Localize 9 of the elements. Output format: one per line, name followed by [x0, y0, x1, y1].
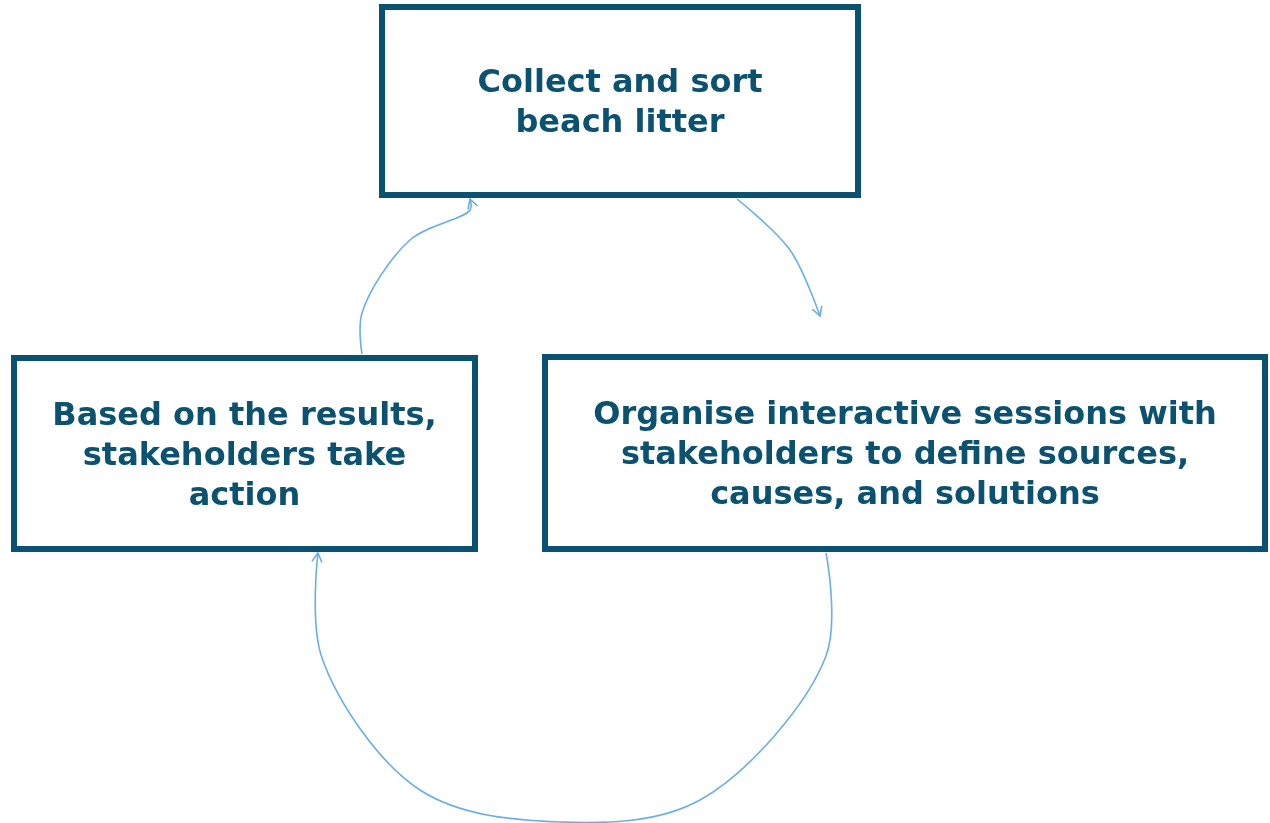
curved-arrow: [311, 552, 833, 823]
step-text: Organise interactive sessions with stakeholders to define sources, causes, and solutions: [592, 393, 1218, 513]
step-text: Collect and sort beach litter: [476, 61, 764, 141]
step-text: Based on the results, stakeholders take action: [51, 393, 438, 514]
curved-arrow: [359, 198, 479, 355]
process-box: [542, 354, 1268, 552]
curved-arrow: [736, 198, 823, 317]
process-box: [379, 4, 861, 198]
process-box: [11, 355, 478, 552]
